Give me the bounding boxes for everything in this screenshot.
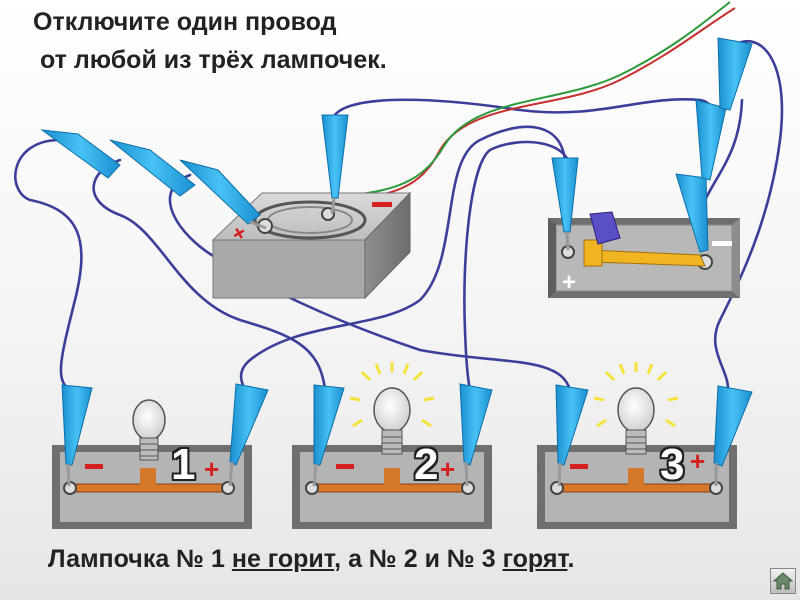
- lamp-panel-2: +: [292, 362, 492, 529]
- wire-battery-plus-to-lamp2-minus: [92, 158, 327, 392]
- lamp1-minus-sign: [85, 464, 103, 469]
- clip-battery-1: [40, 129, 121, 179]
- lamp-number-3: 3: [660, 440, 685, 489]
- caption-not-lit: не горит: [231, 545, 335, 573]
- lamp3-minus-sign: [570, 464, 588, 469]
- lamp-number-1: 1: [171, 440, 196, 489]
- clip-switch-minus-2: [695, 99, 727, 181]
- lamp1-plus-sign: +: [204, 454, 219, 484]
- caption-part-3: , а № 2 и № 3: [334, 545, 503, 573]
- lamp1-bulb: [132, 399, 166, 461]
- clip-pins: [66, 461, 718, 487]
- clips: [40, 37, 753, 467]
- lamp3-glow: [593, 362, 679, 428]
- lamp2-bulb: [373, 387, 411, 455]
- clip-switch-minus-1: [675, 173, 709, 253]
- switch-knob: [589, 211, 621, 245]
- home-icon: [772, 572, 794, 590]
- clip-switch-plus: [551, 157, 579, 233]
- wire-battery-minus-to-switch-minus: [330, 98, 717, 182]
- clip-battery-3: [179, 159, 261, 225]
- title-line-2: от любой из трёх лампочек.: [40, 46, 387, 74]
- caption-part-1: Лампочка № 1: [48, 545, 232, 573]
- battery-minus-sign: [372, 202, 392, 207]
- lamp3-plus-sign: +: [690, 446, 705, 476]
- caption: Лампочка № 1 не горит, а № 2 и № 3 горят…: [48, 545, 574, 574]
- lamp-panel-3: +: [537, 362, 737, 529]
- clip-battery-2: [109, 139, 196, 197]
- wire-switch-plus-to-lamp2-plus: [463, 140, 572, 392]
- lamp3-bulb: [617, 387, 655, 455]
- clip-lamp2-minus: [313, 384, 345, 466]
- clip-battery-minus: [321, 114, 349, 199]
- wire-green: [347, 1, 731, 197]
- title-line-1: Отключите один провод: [33, 8, 337, 36]
- wire-switch-plus-to-lamp1-plus: [239, 125, 567, 392]
- lamp2-plus-sign: +: [440, 454, 455, 484]
- lamp-panel-1: +: [52, 399, 252, 529]
- clip-lamp1-minus: [61, 384, 93, 466]
- wire-top-right: [703, 98, 744, 202]
- clip-top-right: [717, 37, 753, 111]
- lamp2-minus-sign: [336, 464, 354, 469]
- switch-plus-sign: +: [562, 269, 576, 296]
- clip-lamp3-minus: [555, 384, 589, 466]
- wires: [14, 39, 784, 394]
- wire-battery-plus-to-lamp3-minus: [168, 173, 572, 392]
- caption-period: .: [567, 545, 575, 573]
- wire-red: [344, 7, 736, 201]
- switch-minus-sign: [712, 241, 732, 246]
- wire-battery-plus-to-lamp1-minus: [14, 138, 83, 392]
- switch: +: [548, 211, 740, 298]
- clip-lamp3-plus: [713, 385, 753, 467]
- wire-switch-minus-to-lamp3-plus: [713, 39, 784, 394]
- clip-lamp2-plus: [459, 383, 493, 466]
- clip-lamp1-plus: [229, 383, 269, 466]
- lamp-number-2: 2: [414, 440, 439, 489]
- lamp2-glow: [349, 362, 435, 428]
- caption-lit: горят: [502, 545, 568, 573]
- home-nav-button[interactable]: [770, 568, 796, 594]
